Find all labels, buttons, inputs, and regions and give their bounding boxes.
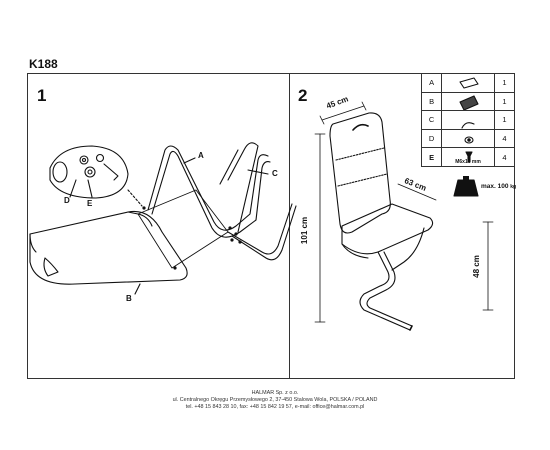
parts-row: E M6x16 mm 4 bbox=[420, 147, 516, 167]
part-picture bbox=[441, 91, 495, 112]
callout-e: E bbox=[87, 199, 93, 208]
callout-b: B bbox=[126, 294, 132, 303]
part-quantity: 4 bbox=[493, 128, 516, 149]
part-letter: C bbox=[420, 110, 443, 130]
callout-d: D bbox=[64, 196, 70, 205]
part-picture bbox=[441, 128, 495, 149]
depth-dimension-line bbox=[397, 183, 437, 201]
height-dimension-label: 101 cm bbox=[300, 216, 310, 245]
part-quantity: 1 bbox=[493, 110, 516, 130]
part-quantity: 1 bbox=[493, 73, 516, 93]
assembled-seat bbox=[341, 203, 434, 255]
model-code: K188 bbox=[29, 57, 58, 71]
part-quantity: 1 bbox=[493, 91, 516, 112]
instruction-frame bbox=[27, 73, 515, 379]
footer-contact: tel. +48 15 843 28 10, fax: +48 15 842 1… bbox=[185, 404, 365, 410]
parts-row: C 1 bbox=[420, 110, 516, 130]
assembled-backrest bbox=[329, 112, 391, 234]
part-picture bbox=[441, 110, 495, 130]
step-1-number: 1 bbox=[37, 86, 47, 105]
part-letter: D bbox=[420, 128, 443, 149]
part-letter: E bbox=[420, 147, 443, 167]
parts-table: A 1 B 1 C 1 D 4 E M6x16 mm 4 bbox=[420, 73, 516, 167]
footer-address: ul. Centralnego Okręgu Przemysłowego 2, … bbox=[172, 397, 378, 403]
parts-row: D 4 bbox=[420, 128, 516, 149]
callout-c: C bbox=[272, 169, 278, 178]
seat-handle-cutout bbox=[43, 257, 59, 277]
parts-row: A 1 bbox=[420, 73, 516, 93]
width-dimension-line bbox=[321, 105, 365, 121]
callout-a: A bbox=[198, 151, 204, 160]
step-2-number: 2 bbox=[298, 86, 308, 105]
assembled-cantilever-frame bbox=[359, 251, 411, 331]
part-letter: A bbox=[420, 73, 443, 93]
parts-row: B 1 bbox=[420, 91, 516, 112]
part-spec: M6x16 mm bbox=[441, 147, 495, 167]
seat-height-dimension-label: 48 cm bbox=[471, 255, 481, 278]
part-picture bbox=[441, 73, 495, 93]
footer-company: HALMAR Sp. z o.o. bbox=[251, 390, 299, 396]
part-letter: B bbox=[420, 91, 443, 112]
part-quantity: 4 bbox=[493, 147, 516, 167]
weight-icon bbox=[453, 179, 479, 197]
max-load-label: max. 100 kg bbox=[481, 183, 517, 190]
seat-cushion bbox=[29, 210, 188, 285]
seat-plate bbox=[137, 189, 229, 269]
hardware-detail-bubble bbox=[49, 145, 129, 199]
chair-frame bbox=[147, 145, 269, 231]
